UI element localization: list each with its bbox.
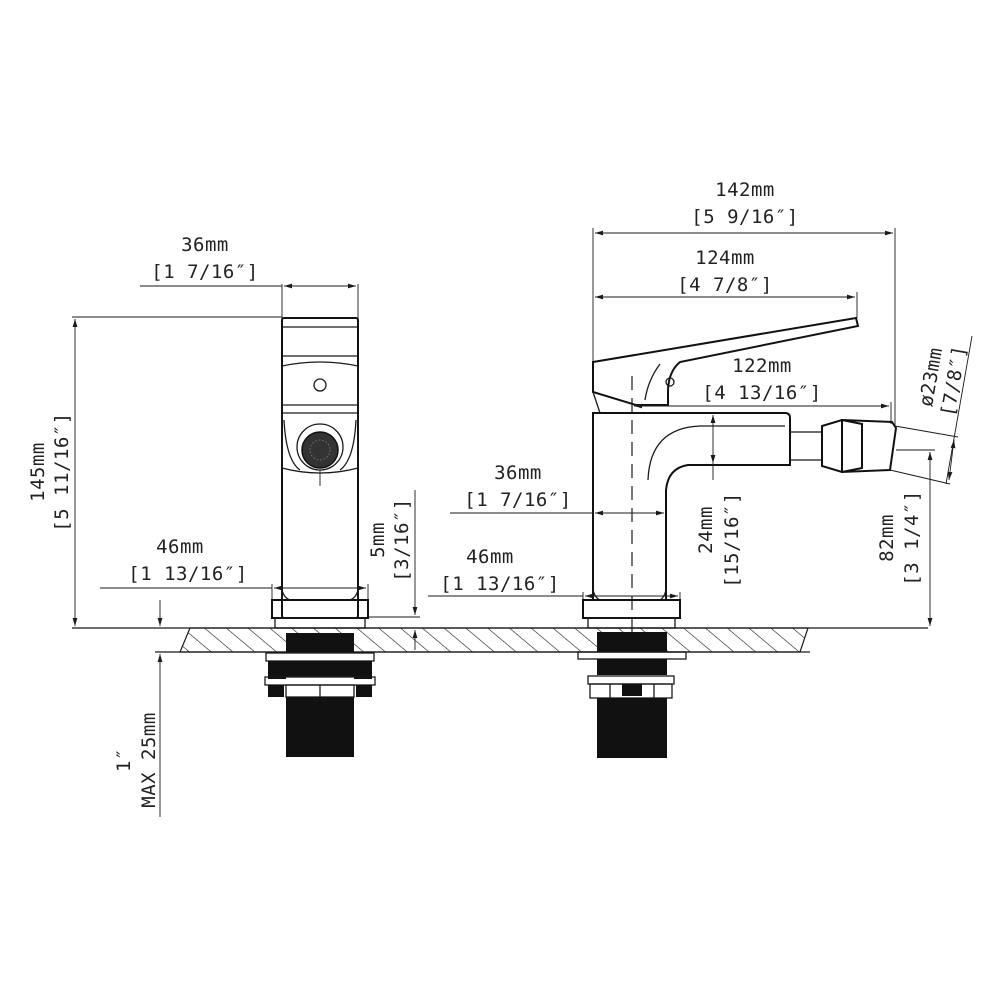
svg-text:5mm: 5mm [367,522,389,558]
front-view [264,317,376,757]
svg-text:36mm: 36mm [494,462,542,484]
svg-text:MAX 25mm: MAX 25mm [138,712,160,808]
side-dim-overall-depth: 142mm [5 9/16″] [592,179,896,426]
svg-text:[1 13/16″]: [1 13/16″] [440,573,559,595]
side-dim-aerator-diameter: ø23mm [7/8″] [889,335,973,485]
svg-text:82mm: 82mm [876,514,898,562]
svg-text:[3 1/4″]: [3 1/4″] [901,490,923,586]
svg-text:[15/16″]: [15/16″] [721,492,743,588]
side-threaded-shank [597,698,667,758]
svg-text:[3/16″]: [3/16″] [391,498,413,582]
svg-text:24mm: 24mm [695,506,717,554]
side-dim-spout-reach: 122mm [4 13/16″] [634,355,892,424]
svg-text:[4 7/8″]: [4 7/8″] [677,274,773,296]
side-view [577,316,898,758]
svg-text:124mm: 124mm [695,247,755,269]
svg-text:46mm: 46mm [466,546,514,568]
deck-thickness-dim: 1″ MAX 25mm [113,600,163,817]
svg-text:[4 13/16″]: [4 13/16″] [702,382,821,404]
side-dim-body-width: 36mm [1 7/16″] [450,462,664,516]
countertop-section [72,627,928,653]
front-lever-screw-icon [313,378,327,392]
side-dim-base-width: 46mm [1 13/16″] [428,546,681,600]
svg-text:1″: 1″ [113,748,135,772]
svg-text:46mm: 46mm [156,536,204,558]
svg-text:142mm: 142mm [715,179,775,201]
side-body [592,412,791,601]
aerator-nozzle-icon [301,431,339,469]
front-dim-width: 36mm [1 7/16″] [140,234,359,318]
svg-text:[1 13/16″]: [1 13/16″] [128,563,247,585]
svg-text:[5 9/16″]: [5 9/16″] [691,206,798,228]
front-dim-base-height: 5mm [3/16″] [367,490,420,650]
svg-text:[1 7/16″]: [1 7/16″] [464,489,571,511]
threaded-shank [286,697,354,757]
side-dim-spout-height: 82mm [3 1/4″] [876,449,935,626]
svg-text:36mm: 36mm [181,234,229,256]
front-dim-height: 145mm [5 11/16″] [27,316,282,626]
svg-text:[1 7/16″]: [1 7/16″] [151,261,258,283]
svg-text:145mm: 145mm [27,442,49,502]
front-dim-base-width: 46mm [1 13/16″] [100,536,369,600]
aerator-icon [841,418,898,474]
side-dim-lever-length: 124mm [4 7/8″] [595,247,858,318]
side-dim-spout-thickness: 24mm [15/16″] [695,415,743,588]
svg-text:[5 11/16″]: [5 11/16″] [51,412,73,531]
svg-text:122mm: 122mm [732,355,792,377]
